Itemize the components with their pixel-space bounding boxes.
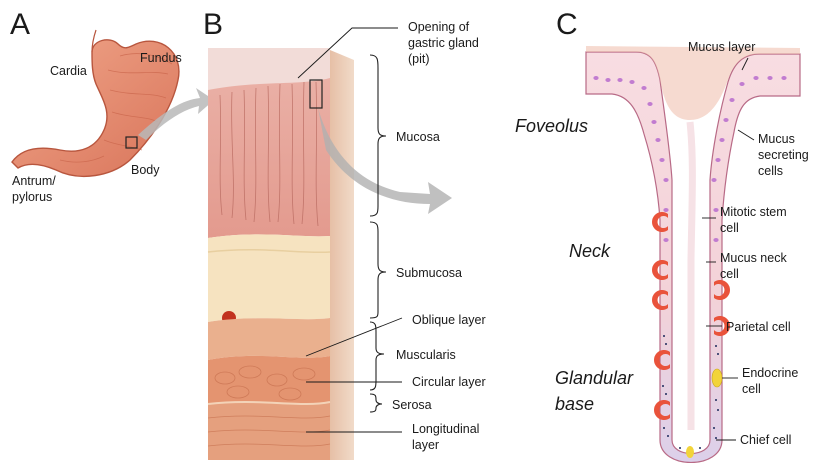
panel-b: B [203, 8, 486, 460]
panel-c-letter: C [556, 8, 578, 41]
endocrine-cell-base [686, 446, 694, 458]
label-serosa: Serosa [392, 398, 432, 412]
label-mucus-neck-2: cell [720, 267, 739, 281]
label-longitudinal-2: layer [412, 438, 439, 452]
layer-braces [370, 55, 386, 412]
label-oblique: Oblique layer [412, 313, 486, 327]
label-pylorus: pylorus [12, 190, 52, 204]
label-cardia: Cardia [50, 64, 87, 78]
region-base-2: base [555, 394, 594, 414]
label-mucus-secreting-3: cells [758, 164, 783, 178]
label-mucosa: Mucosa [396, 130, 440, 144]
label-mucus-neck-1: Mucus neck [720, 251, 787, 265]
region-base-1: Glandular [555, 368, 634, 388]
circular-muscle-layer [208, 356, 330, 404]
label-longitudinal-1: Longitudinal [412, 422, 479, 436]
label-endocrine-2: cell [742, 382, 761, 396]
label-body: Body [131, 163, 160, 177]
label-endocrine-1: Endocrine [742, 366, 798, 380]
block-side-face [330, 50, 354, 460]
label-mitotic-1: Mitotic stem [720, 205, 787, 219]
label-chief: Chief cell [740, 433, 791, 447]
submucosa-brace [370, 222, 386, 318]
label-opening-1: Opening of [408, 20, 470, 34]
gland-lumen [690, 122, 692, 430]
panel-a-letter: A [10, 8, 30, 41]
panel-c: C [515, 8, 809, 463]
panel-b-letter: B [203, 8, 223, 41]
label-muscularis: Muscularis [396, 348, 456, 362]
label-mucus-layer: Mucus layer [688, 40, 755, 54]
label-submucosa: Submucosa [396, 266, 462, 280]
endocrine-cell [712, 369, 722, 387]
leader-mucus-secreting [738, 130, 754, 140]
serosa-brace [370, 394, 382, 412]
panel-a: A Cardia Fundus Body Antrum/ pylorus [10, 8, 182, 204]
label-parietal: Parietal cell [726, 320, 791, 334]
label-opening-3: (pit) [408, 52, 430, 66]
label-antrum: Antrum/ [12, 174, 56, 188]
label-fundus: Fundus [140, 51, 182, 65]
region-neck: Neck [569, 241, 611, 261]
label-mitotic-2: cell [720, 221, 739, 235]
label-mucus-secreting-1: Mucus [758, 132, 795, 146]
submucosa-layer [208, 234, 330, 322]
label-circular: Circular layer [412, 375, 486, 389]
label-opening-2: gastric gland [408, 36, 479, 50]
label-mucus-secreting-2: secreting [758, 148, 809, 162]
region-foveolus: Foveolus [515, 116, 588, 136]
muscularis-brace [370, 322, 384, 390]
